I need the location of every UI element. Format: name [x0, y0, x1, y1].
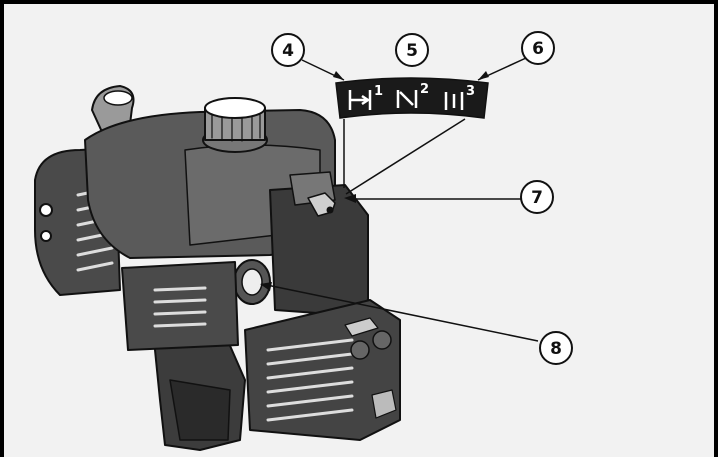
callout-8: 8 — [539, 331, 573, 365]
choke-number-1: 1 — [374, 84, 383, 99]
arrowheads — [260, 71, 489, 291]
choke-number-2: 2 — [420, 82, 429, 97]
decal-background — [335, 77, 489, 119]
choke-half-icon — [396, 90, 418, 108]
leader-line-8 — [261, 283, 539, 342]
callout-6-label: 6 — [532, 39, 544, 59]
arrowhead-4 — [333, 71, 344, 80]
choke-full-icon — [348, 90, 372, 110]
choke-number-3: 3 — [466, 84, 475, 99]
callout-4: 4 — [271, 33, 305, 67]
leader-line-decal-right — [345, 118, 466, 195]
arrowhead-7 — [344, 194, 356, 203]
choke-run-icon — [444, 92, 464, 110]
arrowhead-8 — [260, 282, 272, 291]
choke-position-decal: 1 2 3 — [335, 77, 489, 119]
callout-7: 7 — [520, 180, 554, 214]
callout-8-label: 8 — [550, 339, 562, 359]
engine-illustration — [34, 85, 401, 451]
callout-7-label: 7 — [531, 188, 543, 208]
callout-5: 5 — [395, 33, 429, 67]
callout-6: 6 — [521, 31, 555, 65]
callout-5-label: 5 — [406, 41, 418, 61]
arrowhead-6 — [478, 71, 489, 80]
callout-4-label: 4 — [282, 41, 294, 61]
